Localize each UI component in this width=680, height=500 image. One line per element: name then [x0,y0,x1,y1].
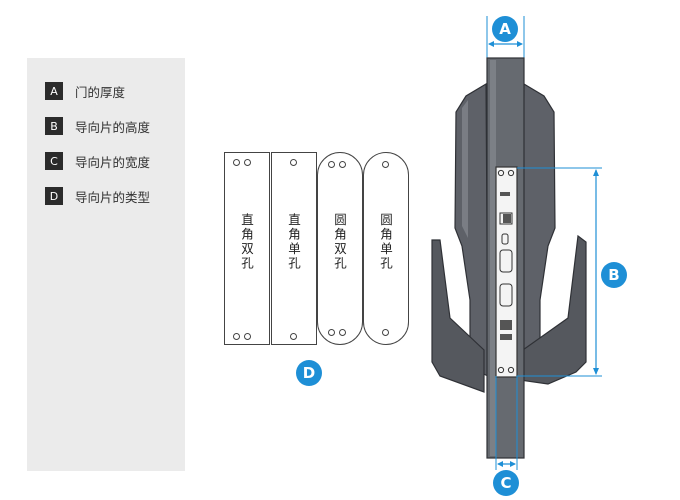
legend-key: B [45,117,63,135]
left-lever [431,239,485,393]
legend-item-c: C 导向片的宽度 [45,152,150,170]
legend-item-a: A 门的厚度 [45,82,125,100]
latch-opening [499,212,513,225]
screw-hole [497,169,505,177]
legend-text: 门的厚度 [75,84,126,100]
screw-hole [339,161,346,168]
legend-text: 导向片的宽度 [75,154,151,170]
latch-slot [500,192,510,196]
screw-hole [497,366,505,374]
screw-hole [507,169,515,177]
plate-label: 直角双孔 [239,213,254,271]
screw-hole [382,329,389,336]
legend-key: A [45,82,63,100]
legend-text: 导向片的高度 [75,119,151,135]
plate-label: 直角单孔 [286,213,301,271]
screw-hole [290,159,297,166]
screw-hole [244,159,251,166]
latch-bolt [503,214,511,223]
dim-arrow [593,368,599,375]
screw-hole [233,333,240,340]
anti-lock-bolt [500,320,512,330]
slot [501,233,509,245]
anti-lock-bolt [500,334,512,340]
plate-round-single: 圆角单孔 [363,152,409,345]
screw-hole [290,333,297,340]
legend-key: D [45,187,63,205]
dim-arrow [488,41,494,47]
deadbolt-slot [499,283,513,307]
dim-arrow [593,169,599,176]
deadbolt-slot [499,249,513,273]
legend-text: 导向片的类型 [75,189,151,205]
plate-square-double: 直角双孔 [224,152,270,345]
dim-arrow [497,461,503,467]
screw-hole [244,333,251,340]
plate-label: 圆角双孔 [332,213,347,271]
legend-panel: A 门的厚度 B 导向片的高度 C 导向片的宽度 D 导向片的类型 [27,58,185,471]
screw-hole [507,366,515,374]
badge-b: B [601,262,627,288]
column-highlight [490,60,496,456]
plate-round-double: 圆角双孔 [317,152,363,345]
plate-square-single: 直角单孔 [271,152,317,345]
badge-a: A [492,16,518,42]
legend-key: C [45,152,63,170]
screw-hole [328,329,335,336]
screw-hole [233,159,240,166]
dim-arrow [517,41,523,47]
right-lever [519,234,587,385]
dim-arrow [510,461,516,467]
screw-hole [328,161,335,168]
legend-item-d: D 导向片的类型 [45,187,150,205]
badge-c: C [493,470,519,496]
plate-label: 圆角单孔 [378,213,393,271]
screw-hole [339,329,346,336]
legend-item-b: B 导向片的高度 [45,117,150,135]
badge-d: D [296,360,322,386]
handle-highlight [462,100,468,238]
screw-hole [382,161,389,168]
